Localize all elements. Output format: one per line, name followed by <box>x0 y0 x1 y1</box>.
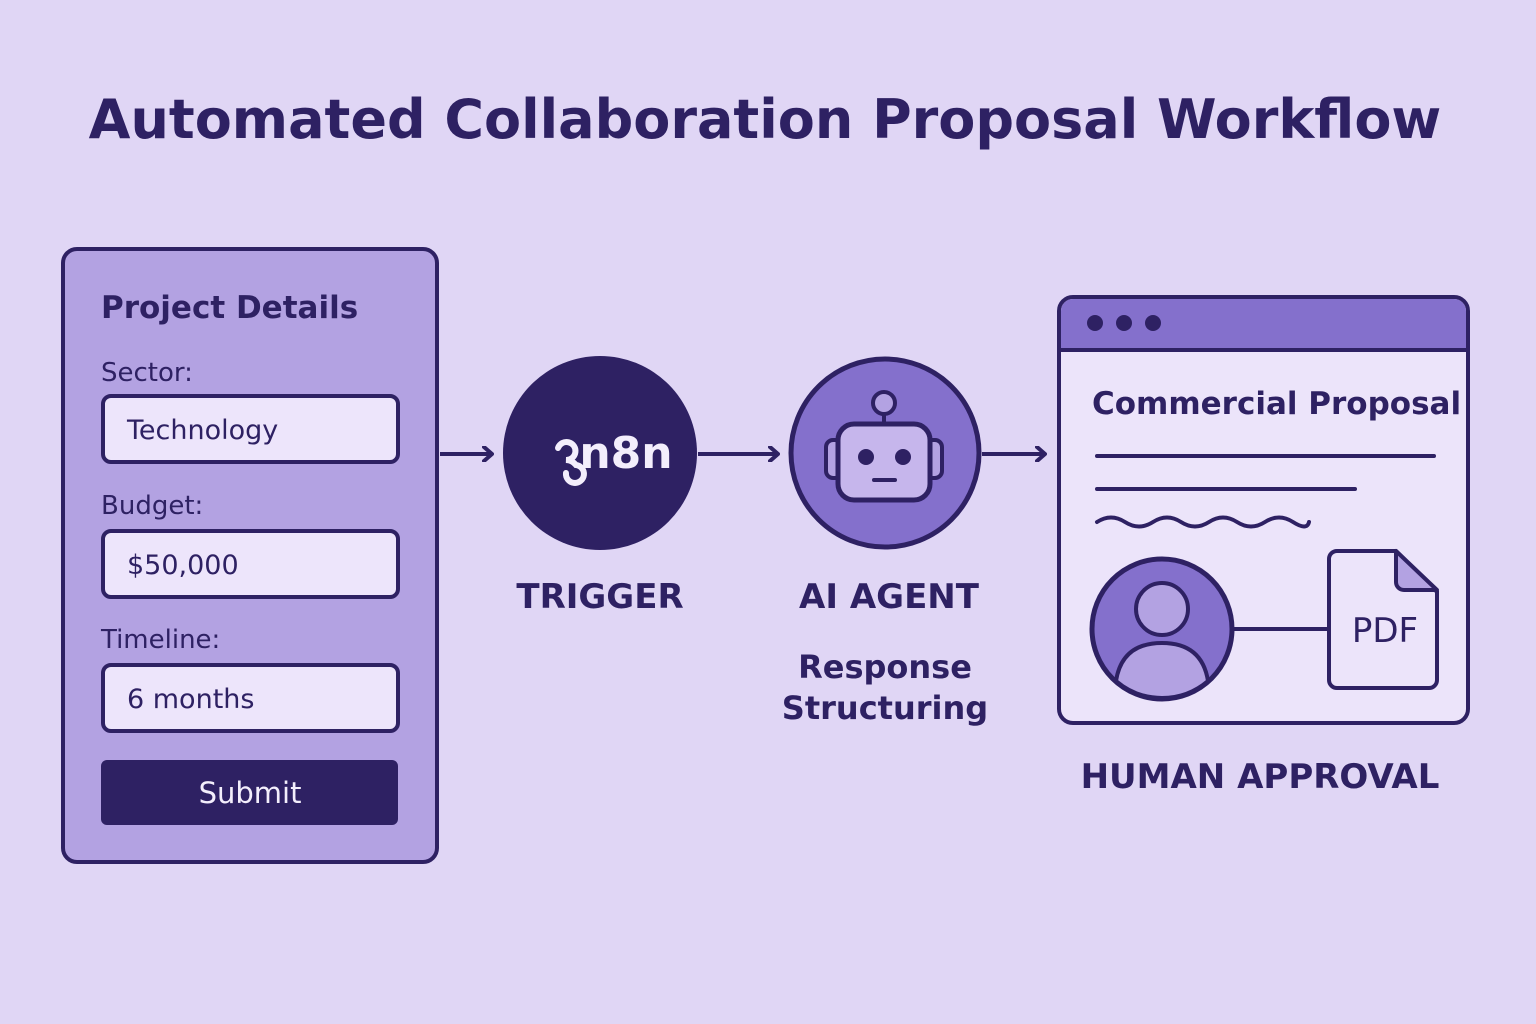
sector-value: Technology <box>126 415 278 446</box>
user-avatar-icon <box>1089 556 1235 702</box>
trigger-label: TRIGGER <box>516 577 683 617</box>
trigger-node: n8n TRIGGER <box>503 356 697 617</box>
sector-input[interactable] <box>101 394 400 464</box>
budget-value: $50,000 <box>127 550 239 581</box>
budget-label: Budget: <box>101 491 203 521</box>
submit-label: Submit <box>199 776 302 810</box>
page-title: Automated Collaboration Proposal Workflo… <box>89 88 1442 151</box>
pdf-file-icon: PDF <box>1327 549 1439 690</box>
proposal-title: Commercial Proposal <box>1092 386 1461 422</box>
human-approval-label: HUMAN APPROVAL <box>1081 757 1440 797</box>
timeline-value: 6 months <box>127 684 254 715</box>
sector-label: Sector: <box>101 358 193 388</box>
budget-input[interactable] <box>101 529 400 599</box>
proposal-window: Commercial Proposal PDF HUMAN APPROVAL <box>1057 295 1470 797</box>
ai-agent-label: AI AGENT <box>799 577 980 617</box>
project-details-form: Project Details Sector: Technology Budge… <box>61 247 439 864</box>
n8n-logo-text: n8n <box>579 428 672 479</box>
pdf-label: PDF <box>1352 611 1418 651</box>
submit-button[interactable]: Submit <box>101 760 398 825</box>
form-heading: Project Details <box>101 290 358 326</box>
n8n-logo-icon <box>555 439 587 486</box>
ai-agent-node: AI AGENT Response Structuring <box>782 356 988 727</box>
window-dot-icon <box>1116 315 1132 331</box>
robot-icon <box>824 390 944 503</box>
timeline-label: Timeline: <box>100 625 220 655</box>
ai-agent-sublabel-2: Structuring <box>782 689 988 727</box>
ai-agent-sublabel-1: Response <box>798 648 972 686</box>
window-dot-icon <box>1087 315 1103 331</box>
timeline-input[interactable] <box>101 663 400 733</box>
window-dot-icon <box>1145 315 1161 331</box>
